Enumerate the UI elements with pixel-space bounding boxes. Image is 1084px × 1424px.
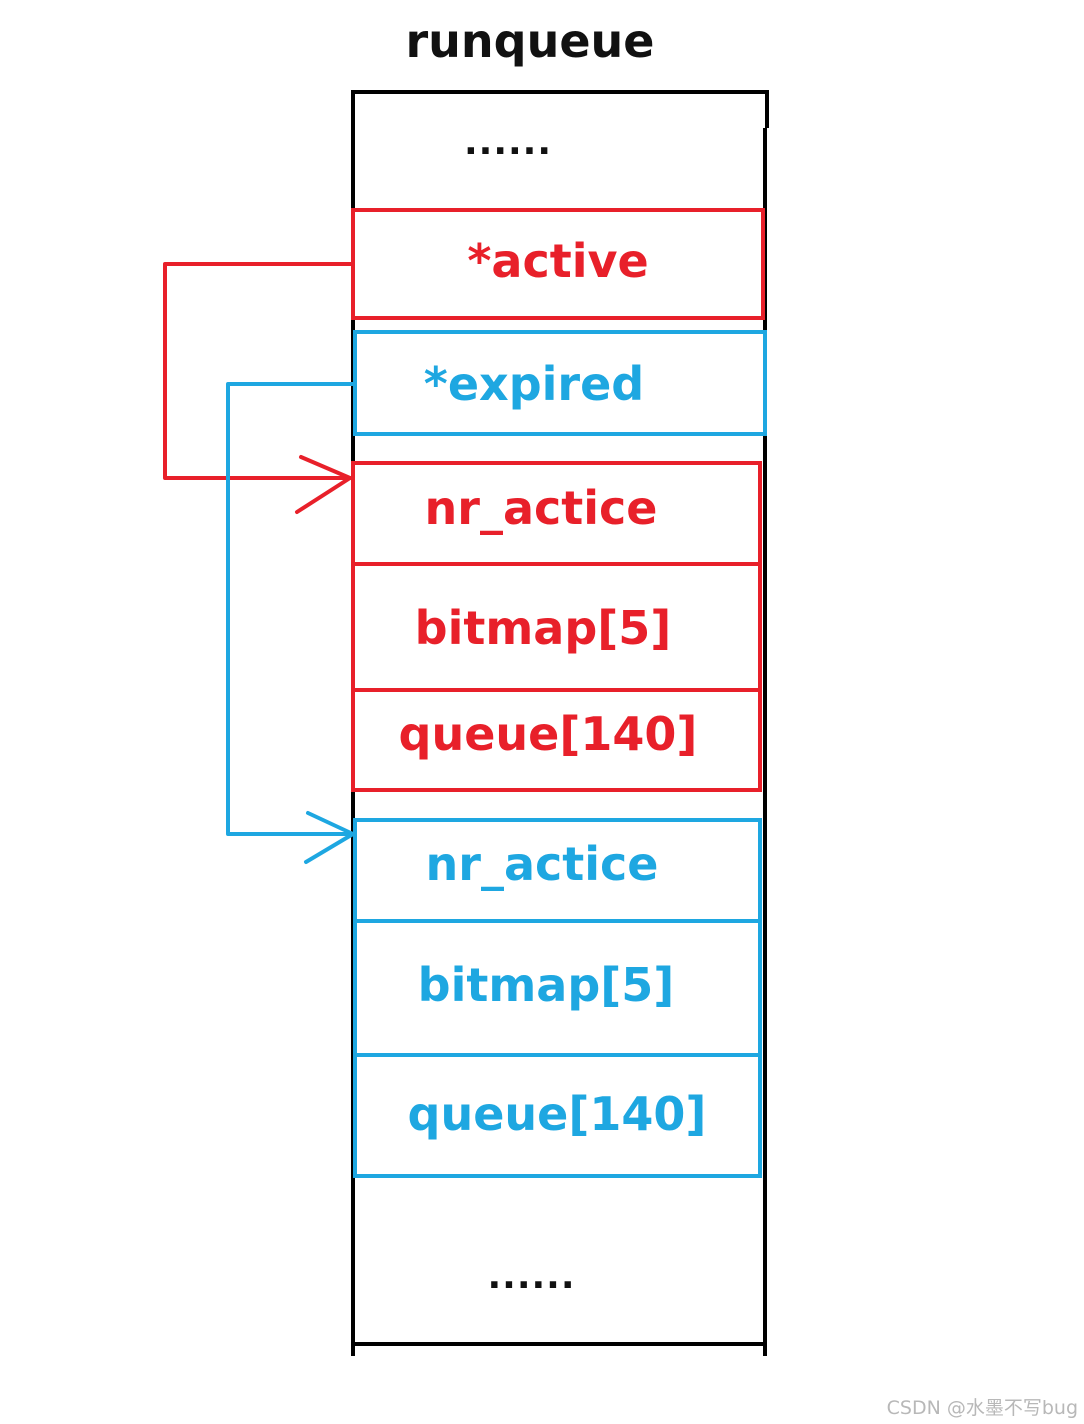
watermark: CSDN @水墨不写bug	[886, 1397, 1078, 1419]
active-pointer-label: *active	[467, 234, 649, 288]
top-ellipsis: ......	[463, 122, 553, 163]
active-prio-array	[351, 461, 762, 792]
active-nr-active-label: nr_actice	[424, 481, 658, 535]
expired-pointer-box	[353, 330, 767, 436]
active-queue-label: queue[140]	[398, 707, 698, 761]
active-pointer-arrow	[163, 262, 353, 514]
diagram-title: runqueue	[405, 14, 655, 68]
expired-nr-active-label: nr_actice	[425, 837, 659, 891]
expired-pointer-label: *expired	[423, 357, 645, 411]
expired-pointer-arrow	[226, 382, 355, 864]
active-bitmap-label: bitmap[5]	[414, 601, 672, 655]
expired-queue-label: queue[140]	[407, 1087, 707, 1141]
expired-prio-array	[353, 818, 762, 1178]
expired-bitmap-label: bitmap[5]	[417, 958, 675, 1012]
bottom-ellipsis: ......	[487, 1256, 576, 1297]
